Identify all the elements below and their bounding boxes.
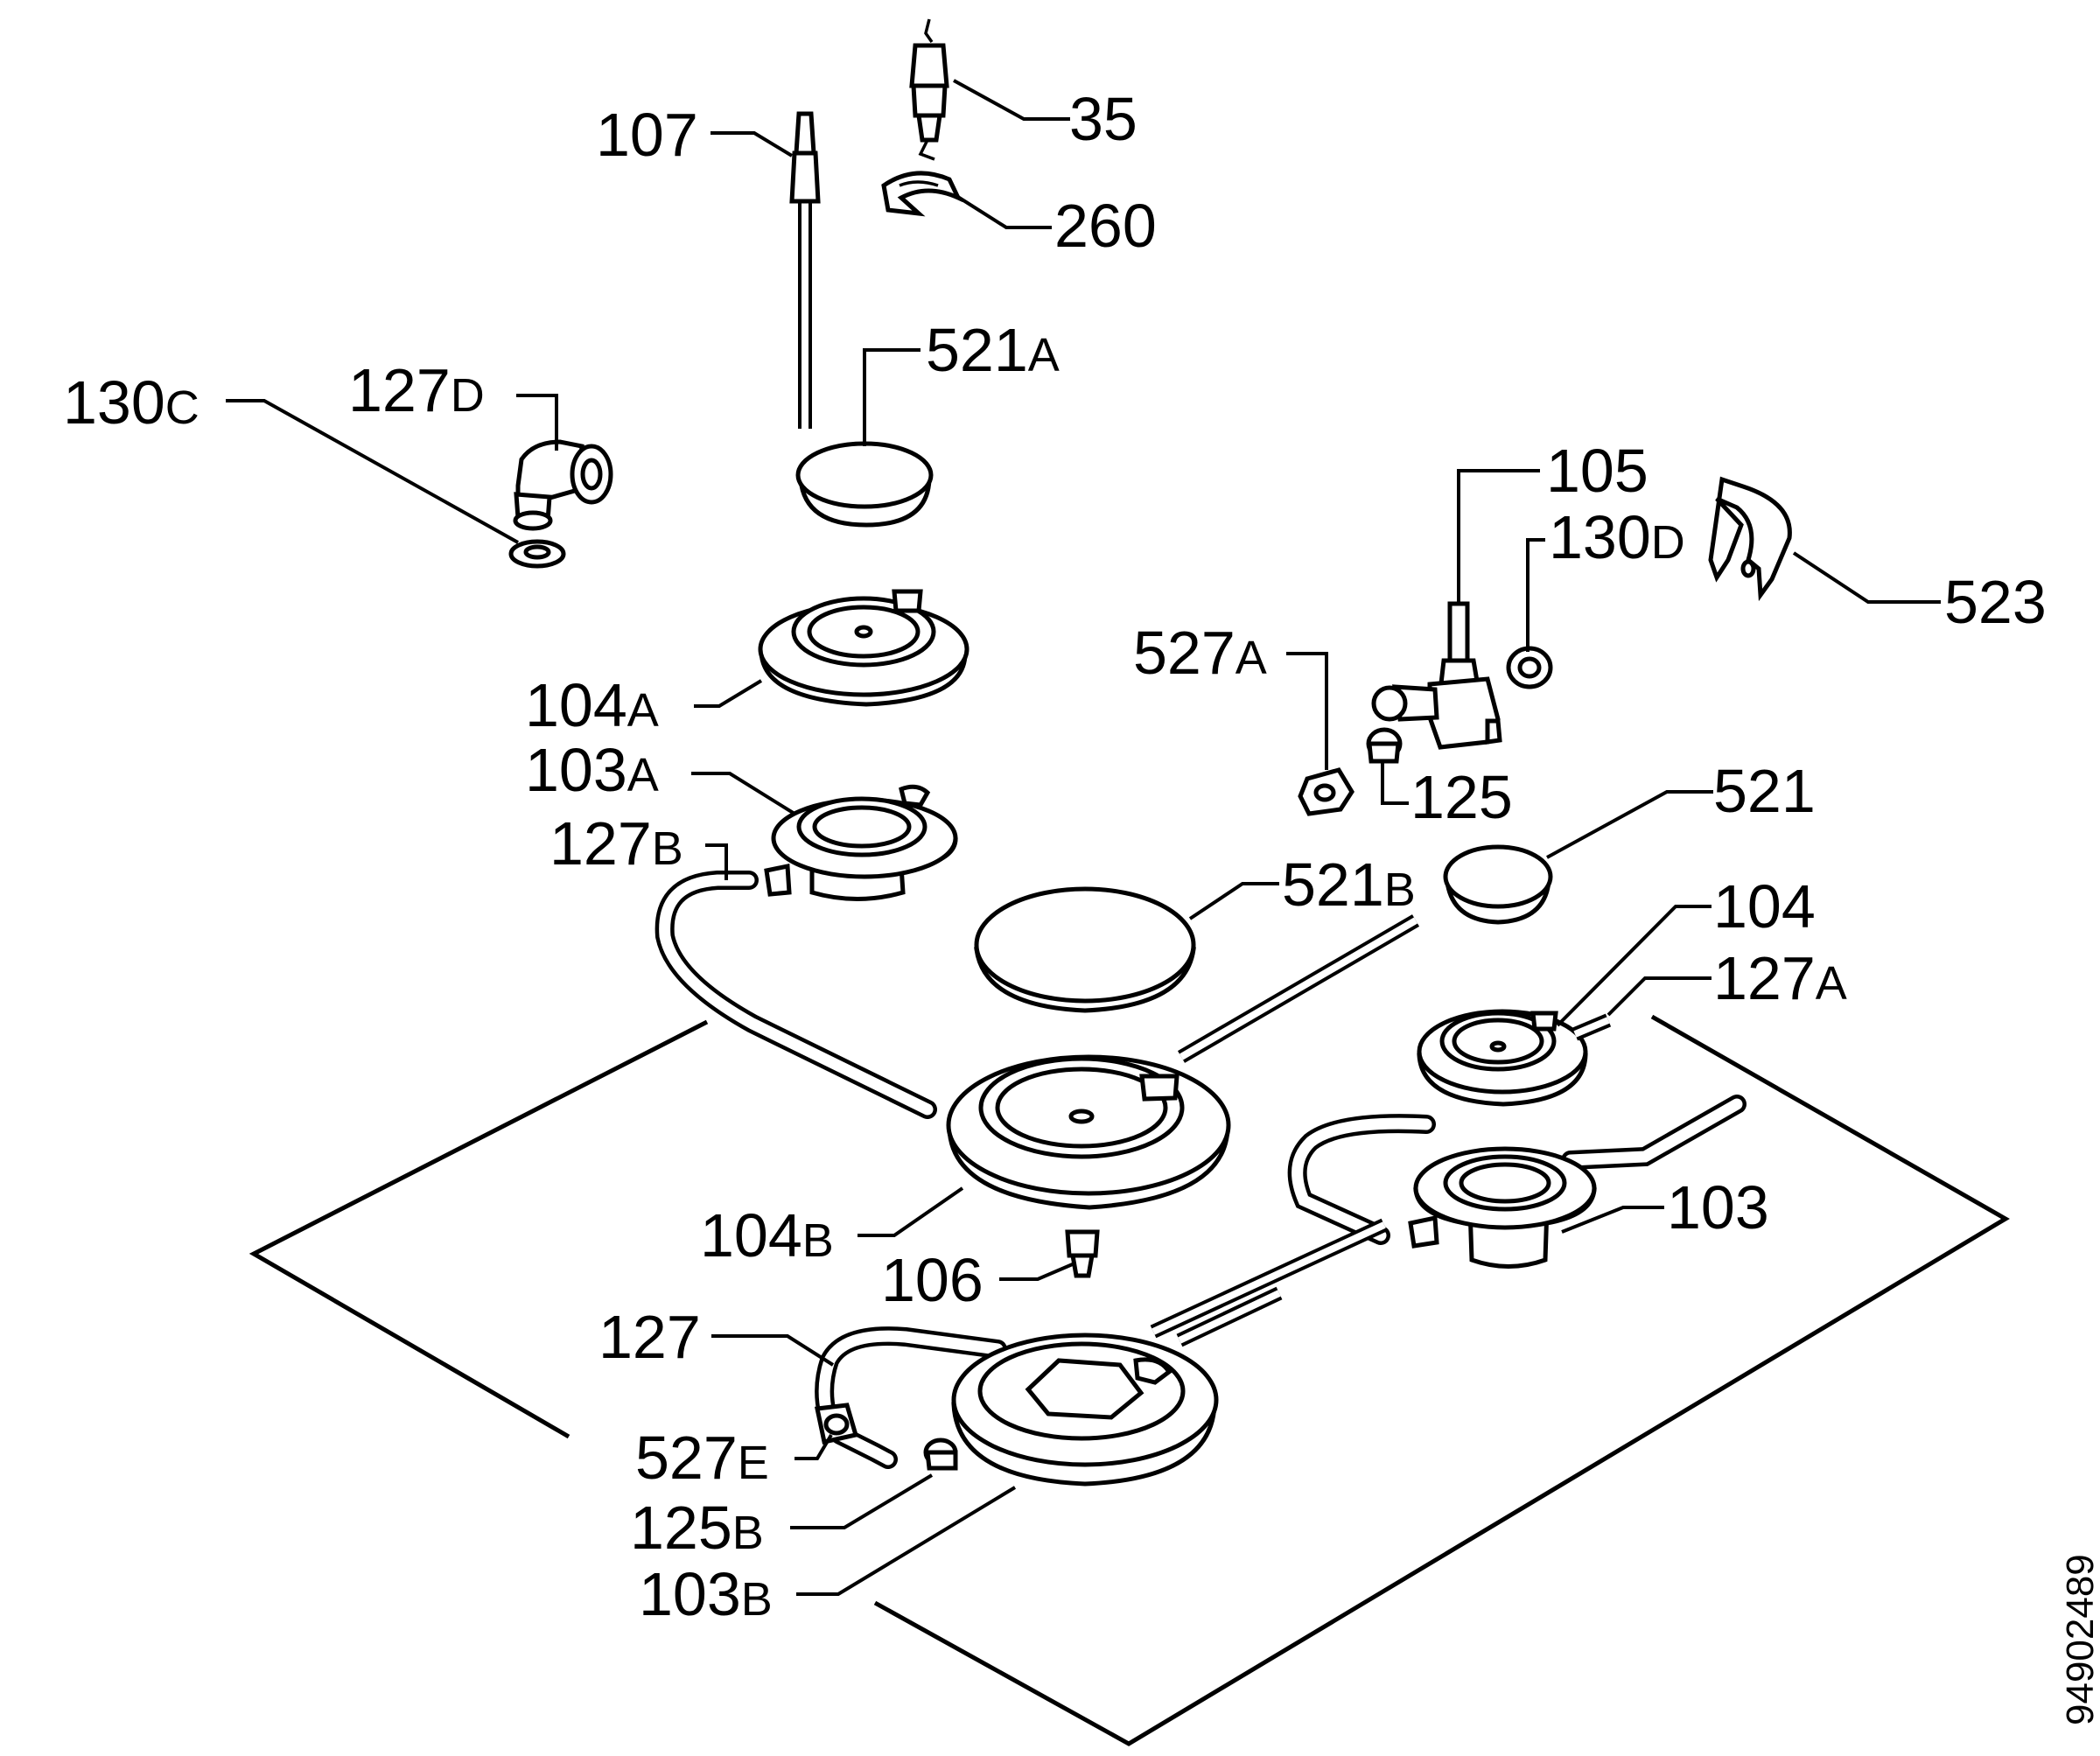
label-127d: 127D bbox=[348, 356, 485, 424]
label-527e: 527E bbox=[635, 1424, 769, 1492]
label-106: 106 bbox=[881, 1246, 984, 1314]
part-127a-tube-stub bbox=[1572, 1013, 1612, 1041]
drawing-number: 94902489 bbox=[2059, 1554, 2100, 1725]
label-127a: 127A bbox=[1713, 944, 1847, 1012]
part-106-injector bbox=[1065, 1229, 1100, 1278]
part-127b-gas-tube bbox=[654, 871, 937, 1119]
part-521a-burner-cap bbox=[795, 441, 934, 528]
part-130c-washer bbox=[508, 539, 566, 569]
hob-plate-outline bbox=[248, 1014, 2010, 1746]
part-103a-burner-body bbox=[764, 784, 958, 901]
part-103-tube bbox=[1287, 1095, 1746, 1245]
label-107: 107 bbox=[596, 101, 698, 169]
label-103a: 103A bbox=[525, 736, 659, 804]
label-130d: 130D bbox=[1549, 503, 1685, 571]
part-104-burner-crown bbox=[1417, 1009, 1588, 1107]
part-103-burner-body bbox=[1408, 1146, 1597, 1269]
part-105-gas-valve bbox=[1371, 601, 1502, 750]
label-125: 125 bbox=[1410, 763, 1513, 831]
label-260: 260 bbox=[1054, 192, 1157, 260]
part-125-injector bbox=[1366, 727, 1403, 764]
part-521-burner-cap bbox=[1443, 844, 1553, 925]
label-104b: 104B bbox=[700, 1201, 834, 1270]
part-104a-burner-crown bbox=[758, 589, 970, 707]
label-521: 521 bbox=[1713, 757, 1816, 825]
part-130d-washer bbox=[1506, 646, 1553, 689]
part-long-rod bbox=[1150, 1218, 1388, 1347]
part-260-clip bbox=[881, 171, 963, 217]
leader-lines bbox=[226, 79, 1941, 1596]
label-130c: 130C bbox=[63, 368, 200, 437]
label-103b: 103B bbox=[639, 1560, 773, 1628]
label-103: 103 bbox=[1667, 1173, 1769, 1242]
label-127b: 127B bbox=[550, 809, 683, 878]
part-104b-burner-crown bbox=[946, 1054, 1231, 1210]
label-527a: 527A bbox=[1133, 619, 1267, 687]
part-521b-burner-cap bbox=[974, 886, 1196, 1013]
part-125b-injector bbox=[923, 1438, 958, 1471]
part-127-gas-tube bbox=[815, 1326, 1007, 1469]
part-523-bracket bbox=[1708, 476, 1792, 602]
part-labels: 107 35 260 521A 127D 130C 105 130D 523 5… bbox=[63, 85, 2047, 1628]
part-527a-nut bbox=[1298, 767, 1354, 816]
part-35-spark-electrode bbox=[909, 18, 949, 161]
part-103b-burner-body bbox=[951, 1333, 1219, 1487]
label-125b: 125B bbox=[630, 1494, 764, 1562]
label-127: 127 bbox=[598, 1303, 701, 1371]
label-104: 104 bbox=[1713, 872, 1816, 941]
label-104a: 104A bbox=[525, 671, 659, 739]
part-127d-elbow-connector bbox=[513, 439, 613, 531]
label-521a: 521A bbox=[926, 316, 1060, 384]
label-523: 523 bbox=[1944, 568, 2047, 636]
label-521b: 521B bbox=[1282, 850, 1416, 919]
label-105: 105 bbox=[1546, 437, 1648, 505]
part-527e-nut bbox=[814, 1403, 859, 1445]
part-107-thermocouple bbox=[789, 111, 821, 429]
part-rod-pipe bbox=[1177, 914, 1420, 1063]
label-35: 35 bbox=[1069, 85, 1138, 153]
